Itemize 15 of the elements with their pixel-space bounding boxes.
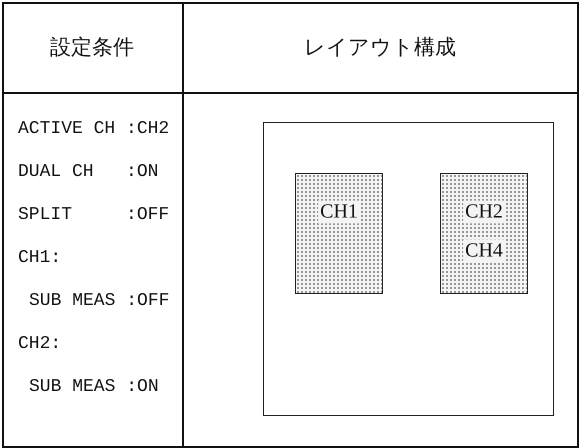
column-heading: 設定条件	[50, 34, 134, 61]
setting-line: CH2:	[18, 333, 62, 355]
setting-line: SUB MEAS :OFF	[29, 290, 170, 312]
channel-label: CH1	[318, 200, 360, 224]
column-heading: レイアウト構成	[304, 34, 456, 61]
layout-frame	[263, 122, 554, 416]
channel-label: CH4	[463, 240, 505, 262]
channel-box	[440, 173, 528, 294]
setting-line: DUAL CH :ON	[18, 161, 158, 183]
channel-label: CH2	[463, 200, 505, 224]
channel-box	[295, 173, 383, 294]
setting-line: SUB MEAS :ON	[29, 376, 159, 398]
setting-line: SPLIT :OFF	[18, 204, 170, 226]
setting-line: CH1:	[18, 247, 62, 269]
setting-line: ACTIVE CH :CH2	[18, 118, 170, 140]
